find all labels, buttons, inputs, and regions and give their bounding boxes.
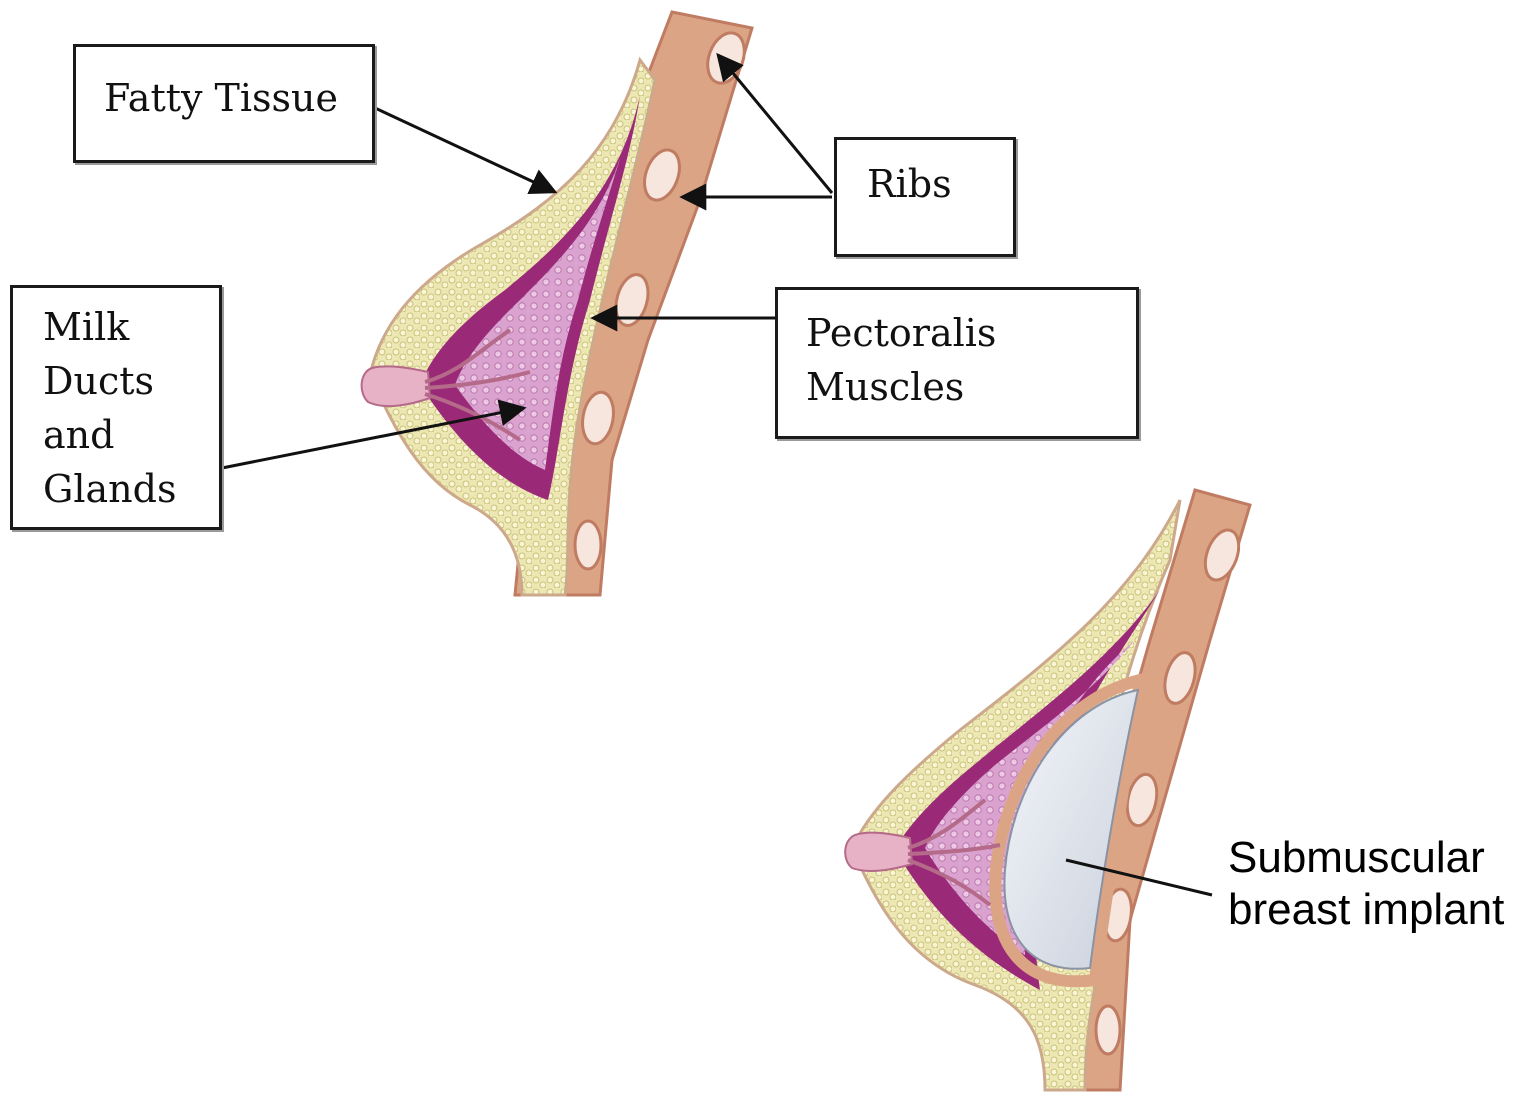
arrow-fatty-tissue [375, 108, 555, 192]
implant-label: Submuscular breast implant [1228, 832, 1504, 936]
pectoralis-label-line-2: Muscles [806, 360, 1136, 414]
milk-ducts-label-line-1: Milk [43, 300, 219, 354]
breast-natural [362, 12, 752, 595]
milk-ducts-label-line-4: Glands [43, 462, 219, 516]
pectoralis-label-line-1: Pectoralis [806, 306, 1136, 360]
ribs-label: Ribs [867, 157, 1013, 211]
milk-ducts-label-box: Milk Ducts and Glands [10, 285, 222, 530]
milk-ducts-label-line-2: Ducts [43, 354, 219, 408]
fatty-tissue-label-box: Fatty Tissue [73, 44, 375, 163]
arrow-ribs-upper [718, 55, 832, 193]
milk-ducts-label-line-3: and [43, 408, 219, 462]
nipple-bottom [845, 833, 912, 871]
implant-label-line-1: Submuscular [1228, 832, 1504, 884]
pectoralis-label-box: Pectoralis Muscles [775, 287, 1139, 439]
breast-implant [845, 490, 1250, 1090]
fatty-tissue-label: Fatty Tissue [104, 71, 372, 125]
ribs-label-box: Ribs [834, 137, 1016, 257]
implant-label-line-2: breast implant [1228, 884, 1504, 936]
nipple-top [362, 366, 430, 406]
